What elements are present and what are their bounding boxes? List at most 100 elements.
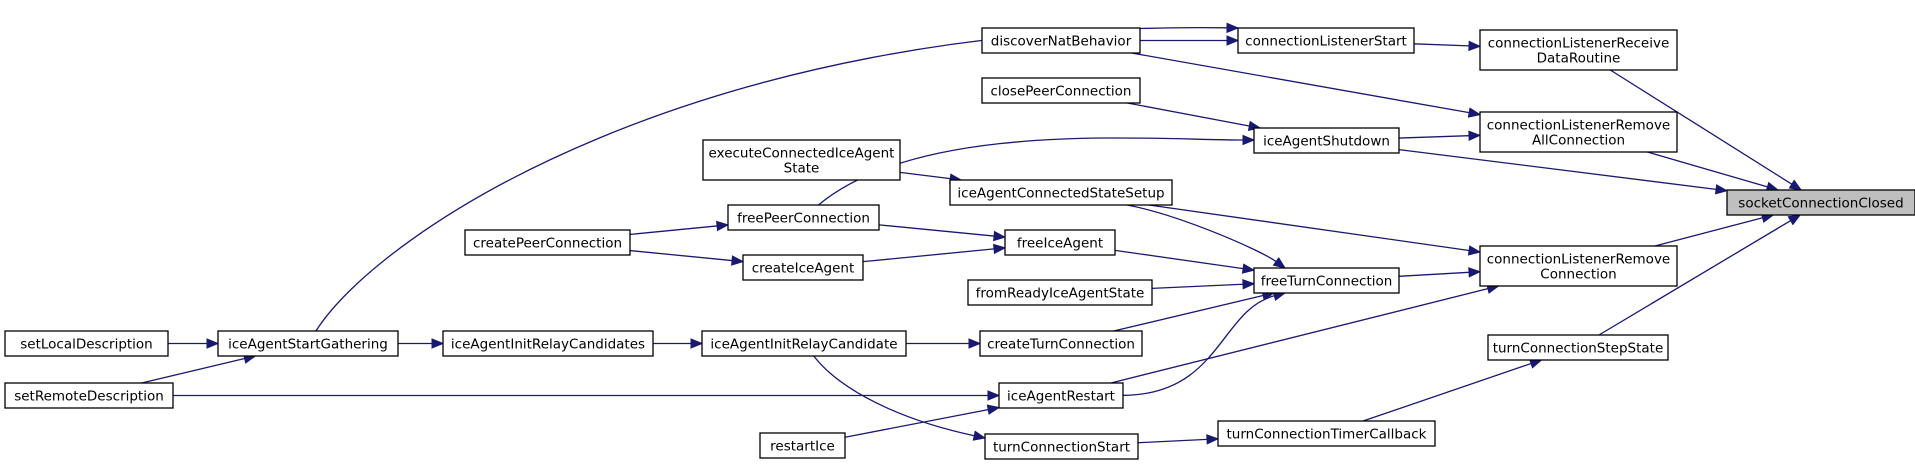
edge-arrowhead [1468,130,1482,141]
edge-createPeerConnection-to-createIceAgent [629,249,745,266]
node-box[interactable] [1237,27,1415,54]
node-closePeerConnection[interactable]: closePeerConnection [981,77,1141,104]
node-box[interactable] [981,77,1141,104]
edge-line [1131,52,1470,114]
edge-line [1113,294,1264,332]
edge-arrowhead [1206,434,1220,445]
node-label: restartIce [770,439,835,455]
edge-arrowhead [968,338,982,349]
node-box[interactable] [967,279,1153,306]
edge-line [1398,135,1470,139]
node-box[interactable] [1726,189,1915,216]
node-createIceAgent[interactable]: createIceAgent [742,254,864,281]
node-createPeerConnection[interactable]: createPeerConnection [464,229,631,256]
edge-arrowhead [1226,22,1240,34]
node-turnConnectionTimerCallback[interactable]: turnConnectionTimerCallback [1217,420,1436,447]
node-iceAgentConnectedStateSetup[interactable]: iceAgentConnectedStateSetup [949,179,1173,206]
edge-arrowhead [972,430,987,441]
edge-freeIceAgent-to-freeTurnConnection [1114,249,1256,274]
node-label: freeTurnConnection [1261,274,1393,290]
edge-arrowhead [1714,184,1729,195]
node-label: setLocalDescription [20,337,153,353]
node-box[interactable] [701,330,907,357]
edge-turnConnectionStepState-to-socketConnectionClosed [1598,214,1802,336]
node-turnConnectionStart[interactable]: turnConnectionStart [984,433,1139,460]
node-discoverNatBehavior[interactable]: discoverNatBehavior [981,27,1141,54]
node-box[interactable] [464,229,631,256]
edge-iceAgentInitRelayCandidate-to-turnConnectionStart [813,355,987,441]
node-iceAgentStartGathering[interactable]: iceAgentStartGathering [217,330,399,357]
node-label: iceAgentInitRelayCandidate [710,337,897,353]
edge-line [1654,217,1763,247]
node-box[interactable] [1253,127,1400,154]
edge-discoverNatBehavior-to-connectionListenerStart [1140,35,1240,46]
node-label: Connection [1540,267,1616,283]
node-freeIceAgent[interactable]: freeIceAgent [1004,229,1116,256]
node-box[interactable] [702,139,901,181]
edge-arrowhead [1468,267,1482,278]
edge-arrowhead [1787,214,1802,226]
node-box[interactable] [979,330,1143,357]
node-label: freePeerConnection [737,211,870,227]
node-box[interactable] [998,382,1124,409]
node-iceAgentShutdown[interactable]: iceAgentShutdown [1253,127,1400,154]
node-box[interactable] [759,432,846,459]
node-box[interactable] [1487,334,1669,361]
edge-arrowhead [1467,245,1482,256]
node-box[interactable] [1479,29,1678,71]
edge-line [862,248,995,263]
node-box[interactable] [1479,245,1678,287]
node-setRemoteDescription[interactable]: setRemoteDescription [4,382,174,409]
node-iceAgentRestart[interactable]: iceAgentRestart [998,382,1124,409]
edge-iceAgentInitRelayCandidates-to-iceAgentInitRelayCandidate [653,338,704,349]
edge-arrowhead [1242,134,1256,146]
edge-line [1151,283,1244,290]
node-iceAgentInitRelayCandidates[interactable]: iceAgentInitRelayCandidates [442,330,654,357]
edge-setRemoteDescription-to-iceAgentStartGathering [141,353,257,384]
edge-arrowhead [1241,263,1256,274]
edge-arrowhead [716,220,730,232]
node-freeTurnConnection[interactable]: freeTurnConnection [1253,267,1400,294]
node-box[interactable] [4,382,174,409]
edge-setRemoteDescription-to-iceAgentRestart [173,390,1001,401]
node-iceAgentInitRelayCandidate[interactable]: iceAgentInitRelayCandidate [701,330,907,357]
node-box[interactable] [1217,420,1436,447]
node-box[interactable] [1004,229,1116,256]
node-label: connectionListenerRemove [1487,252,1670,268]
edge-arrowhead [431,338,445,349]
node-box[interactable] [742,254,864,281]
node-box[interactable] [727,204,880,231]
edge-line [1137,438,1208,444]
node-turnConnectionStepState[interactable]: turnConnectionStepState [1487,334,1669,361]
node-box[interactable] [981,27,1141,54]
edge-arrowhead [1242,279,1256,290]
node-restartIce[interactable]: restartIce [759,432,846,459]
node-setLocalDescription[interactable]: setLocalDescription [4,330,169,357]
edge-iceAgentStartGathering-to-iceAgentInitRelayCandidates [398,338,445,349]
node-box[interactable] [217,330,399,357]
node-freePeerConnection[interactable]: freePeerConnection [727,204,880,231]
edge-turnConnectionTimerCallback-to-turnConnectionStepState [1362,358,1543,422]
node-box[interactable] [984,433,1139,460]
node-socketConnectionClosed[interactable]: socketConnectionClosed [1726,189,1915,216]
node-box[interactable] [1479,111,1678,153]
node-fromReadyIceAgentState[interactable]: fromReadyIceAgentState [967,279,1153,306]
edge-line [1110,288,1489,384]
node-createTurnConnection[interactable]: createTurnConnection [979,330,1143,357]
edge-line [1114,249,1244,270]
node-label: iceAgentRestart [1007,389,1115,405]
node-label: socketConnectionClosed [1738,196,1903,212]
node-box[interactable] [4,330,169,357]
node-box[interactable] [1253,267,1400,294]
node-connectionListenerStart[interactable]: connectionListenerStart [1237,27,1415,54]
edge-arrowhead [690,338,704,349]
node-label: executeConnectedIceAgent [709,146,895,162]
node-box[interactable] [442,330,654,357]
edge-line [629,249,733,262]
node-box[interactable] [949,179,1173,206]
edge-line [1647,151,1768,188]
